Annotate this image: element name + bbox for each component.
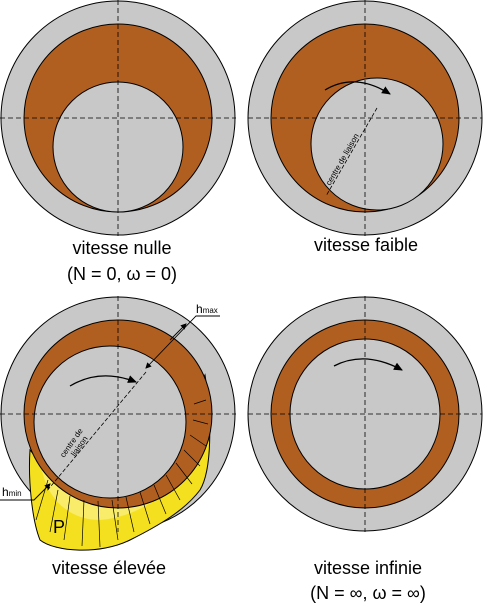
- shaft: [310, 77, 444, 211]
- rotation-arrow: [333, 358, 403, 371]
- hmax-arrow-outer: [169, 323, 187, 341]
- hmin-leader: [0, 483, 51, 501]
- shaft: [33, 345, 187, 499]
- panel-vitesse-faible: centre de liaison vitesse faible: [247, 0, 483, 255]
- panel-vitesse-infinie: vitesse infinie (N = ∞, ω = ∞): [247, 296, 483, 603]
- panel-vitesse-nulle: vitesse nulle (N = 0, ω = 0): [0, 0, 236, 284]
- label-hmin: hmin: [2, 485, 22, 499]
- caption-vitesse-faible: vitesse faible: [314, 235, 418, 255]
- caption-vitesse-infinie-params: (N = ∞, ω = ∞): [310, 583, 426, 603]
- rotation-arrow: [69, 375, 137, 387]
- hmax-leader: [145, 315, 220, 369]
- center-line-of-centers: [325, 107, 378, 197]
- caption-vitesse-nulle: vitesse nulle: [72, 238, 171, 258]
- label-hmax: hmax: [196, 302, 218, 316]
- caption-vitesse-elevee: vitesse élevée: [52, 558, 166, 578]
- panel-vitesse-elevee: centre de liaison hmax hmin P vitesse él…: [0, 296, 236, 578]
- caption-vitesse-infinie: vitesse infinie: [314, 558, 422, 578]
- rotation-arrow: [324, 81, 391, 95]
- label-pressure-p: P: [53, 517, 65, 537]
- pressure-distribution-inner: [42, 470, 185, 520]
- caption-vitesse-nulle-params: (N = 0, ω = 0): [67, 264, 177, 284]
- center-line-of-centers: [45, 371, 147, 493]
